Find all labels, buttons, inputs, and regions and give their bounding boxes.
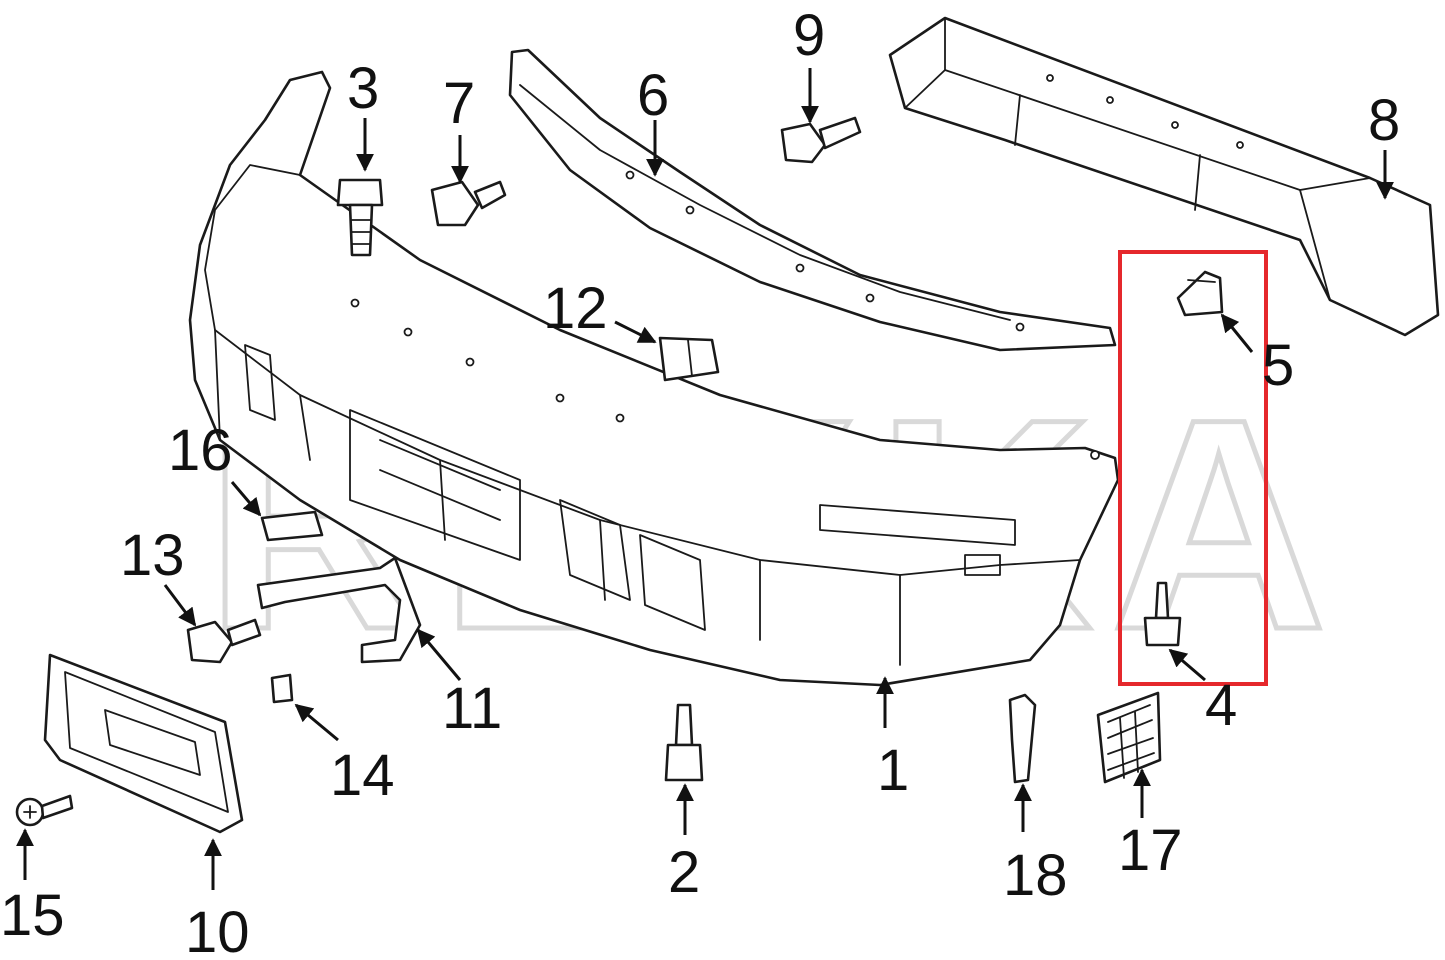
part-16-clip (260, 510, 324, 542)
part-11-bracket (256, 556, 422, 664)
callout-18: 18 (1003, 843, 1068, 908)
callout-7: 7 (443, 71, 475, 136)
callout-10: 10 (185, 900, 250, 960)
callout-11: 11 (442, 676, 502, 741)
part-17-grille (1096, 691, 1162, 784)
callout-9: 9 (793, 3, 825, 68)
callout-6: 6 (637, 63, 669, 128)
part-2-bolt (664, 703, 704, 782)
callout-4: 4 (1205, 673, 1237, 738)
part-7-bolt (430, 180, 507, 227)
callout-16: 16 (168, 418, 233, 483)
part-13-bolt (186, 618, 262, 664)
callout-2: 2 (668, 840, 700, 905)
callout-3: 3 (347, 56, 379, 121)
highlight-box (1118, 250, 1268, 686)
part-9-bolt (780, 116, 862, 164)
leader-lines (15, 68, 1394, 890)
part-8-bumper-beam (888, 16, 1440, 337)
callout-14: 14 (330, 743, 395, 808)
part-12-clip (658, 336, 720, 382)
callout-15: 15 (0, 883, 65, 948)
callout-17: 17 (1118, 818, 1183, 883)
callout-8: 8 (1368, 88, 1400, 153)
part-18-clip (1008, 693, 1037, 784)
part-6-upper-reinforcement (508, 48, 1117, 352)
callout-13: 13 (120, 523, 185, 588)
part-3-bolt (336, 178, 384, 257)
callout-1: 1 (877, 738, 909, 803)
part-10-license-plate-bracket (43, 653, 244, 834)
callout-labels: 3 7 9 6 8 12 5 16 13 4 11 14 1 2 18 17 1… (0, 3, 1400, 960)
part-5-clip (1176, 270, 1224, 317)
part-15-screw (15, 794, 74, 827)
part-14-nut (270, 673, 294, 704)
part-1-bumper-face (188, 70, 1120, 687)
callout-12: 12 (543, 276, 608, 341)
callout-5: 5 (1262, 333, 1294, 398)
part-4-screw (1143, 581, 1182, 647)
